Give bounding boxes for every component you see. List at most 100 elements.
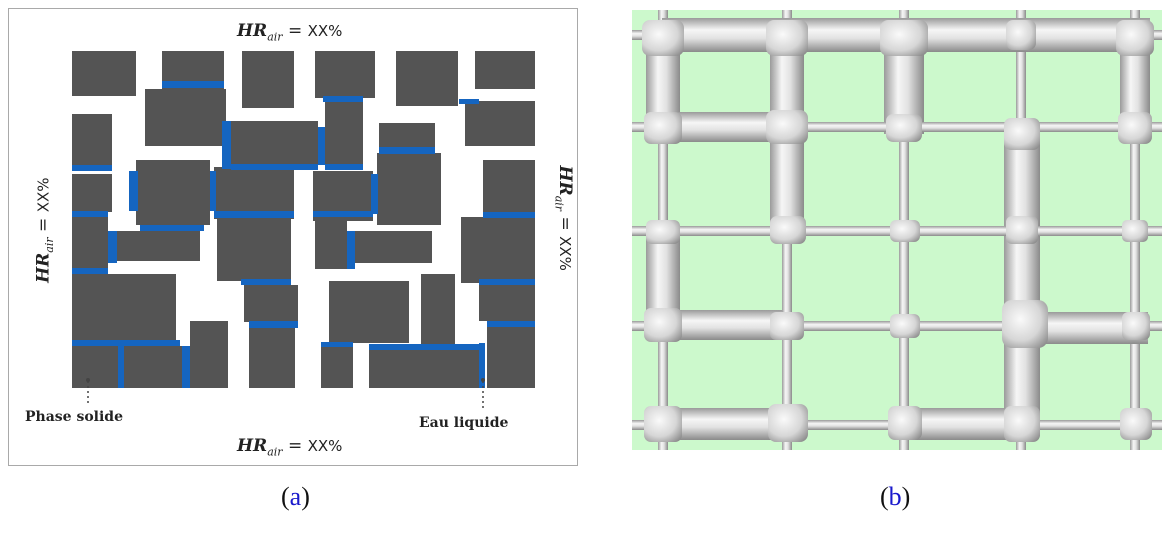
junction-node xyxy=(770,216,806,244)
water-film xyxy=(379,147,435,154)
water-film xyxy=(325,164,363,170)
humidity-label-left: HRair = XX% xyxy=(33,177,56,283)
liquid-water-label: Eau liquide xyxy=(419,415,509,431)
water-film xyxy=(222,121,231,169)
water-film xyxy=(479,279,535,285)
solid-block xyxy=(465,101,535,146)
solid-block xyxy=(190,321,228,388)
junction-node xyxy=(1006,216,1038,244)
solid-block xyxy=(329,281,409,343)
water-film xyxy=(483,212,535,218)
junction-node xyxy=(766,110,808,144)
junction-node xyxy=(770,312,804,340)
solid-block xyxy=(396,51,458,106)
solid-block xyxy=(479,283,535,321)
solid-block xyxy=(421,274,455,346)
junction-node xyxy=(1120,408,1152,440)
water-film xyxy=(108,231,117,263)
solid-block xyxy=(325,99,363,167)
water-film xyxy=(210,171,216,211)
solid-block xyxy=(145,89,226,146)
junction-node xyxy=(880,20,928,56)
solid-block xyxy=(214,167,294,219)
junction-node xyxy=(1122,220,1148,242)
water-film xyxy=(72,165,112,171)
junction-nodes xyxy=(642,20,1154,442)
junction-node xyxy=(646,220,680,244)
junction-node xyxy=(644,308,682,342)
water-film xyxy=(72,340,180,346)
junction-node xyxy=(1116,20,1154,56)
pore-network-lattice xyxy=(632,10,1162,450)
solid-block xyxy=(72,51,136,96)
thick-vertical-tube xyxy=(1004,136,1040,436)
water-film xyxy=(371,174,378,214)
water-film xyxy=(347,231,355,269)
solid-block xyxy=(72,346,118,388)
junction-node xyxy=(888,406,922,440)
water-film xyxy=(249,321,298,328)
water-film xyxy=(487,321,535,327)
junction-node xyxy=(890,220,920,242)
water-film xyxy=(214,211,294,218)
humidity-label-top: HRair = XX% xyxy=(237,21,343,44)
solid-phase-blocks xyxy=(72,51,535,388)
junction-node xyxy=(642,20,684,56)
solid-block xyxy=(244,285,298,322)
solid-block xyxy=(72,174,112,212)
solid-block xyxy=(475,51,535,89)
water-film xyxy=(72,211,108,217)
solid-block xyxy=(377,153,441,225)
junction-node xyxy=(1006,20,1036,50)
solid-block xyxy=(231,121,318,169)
solid-block xyxy=(72,216,108,268)
water-film xyxy=(479,343,485,388)
humidity-label-right: HRair = XX% xyxy=(552,165,575,271)
porous-medium-svg xyxy=(72,51,535,409)
solid-block xyxy=(369,349,479,388)
solid-block xyxy=(242,51,294,108)
solid-block xyxy=(217,219,291,281)
water-film xyxy=(313,211,373,217)
solid-block xyxy=(72,114,112,169)
solid-block xyxy=(72,274,176,342)
solid-block xyxy=(249,327,295,388)
junction-node xyxy=(1002,300,1048,348)
water-film xyxy=(369,344,479,350)
junction-node xyxy=(644,112,682,144)
water-film xyxy=(459,99,479,104)
solid-phase-label: Phase solide xyxy=(25,409,123,425)
water-film xyxy=(118,346,124,388)
label-pointers xyxy=(86,378,485,409)
junction-node xyxy=(1122,312,1150,340)
solid-block xyxy=(354,231,432,263)
solid-block xyxy=(122,346,182,388)
water-film xyxy=(72,268,108,274)
junction-node xyxy=(886,114,922,142)
water-film xyxy=(231,164,318,170)
caption-a: (a) xyxy=(281,482,310,511)
solid-block xyxy=(487,325,535,388)
water-film xyxy=(182,346,190,388)
solid-block xyxy=(321,346,353,388)
solid-block xyxy=(112,231,200,261)
junction-node xyxy=(1004,118,1040,150)
water-film xyxy=(323,96,363,102)
liquid-water-films xyxy=(72,81,535,388)
junction-node xyxy=(766,20,808,56)
solid-block xyxy=(315,221,347,269)
porous-medium-diagram: HRair = XX% HRair = XX% HRair = XX% HRai… xyxy=(8,8,578,466)
junction-node xyxy=(1118,112,1152,144)
junction-node xyxy=(768,404,808,442)
water-film xyxy=(140,225,204,231)
junction-node xyxy=(890,314,920,338)
water-film xyxy=(318,127,325,165)
solid-block xyxy=(483,160,535,212)
junction-node xyxy=(644,406,682,442)
water-film xyxy=(129,171,138,211)
solid-block xyxy=(461,217,535,283)
water-film xyxy=(241,279,291,285)
humidity-label-bottom: HRair = XX% xyxy=(237,436,343,459)
junction-node xyxy=(1004,406,1040,442)
solid-block xyxy=(136,160,210,225)
